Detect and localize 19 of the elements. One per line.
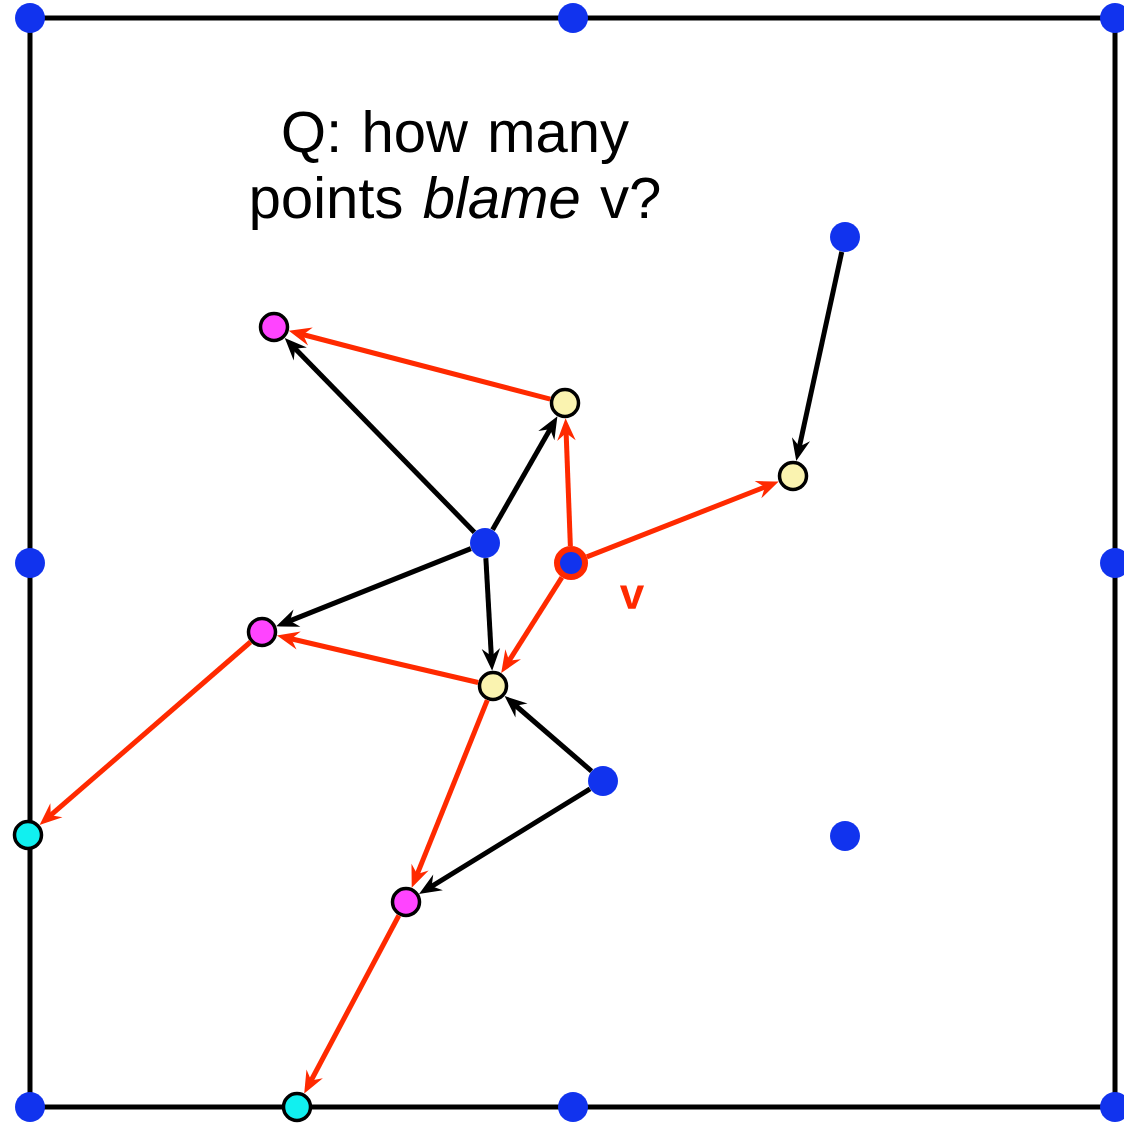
- point-dot: [15, 548, 45, 578]
- point-dot: [246, 616, 278, 648]
- point-label: v: [619, 585, 645, 609]
- point-dot: [281, 1091, 313, 1123]
- point-dot: [12, 819, 44, 851]
- point-dot: [15, 3, 45, 33]
- point-dot: [558, 1092, 588, 1122]
- point-dot: [258, 311, 290, 343]
- point-dot: [830, 821, 860, 851]
- point-dot: [777, 460, 809, 492]
- point-dot: [15, 1092, 45, 1122]
- point-dot: [830, 222, 860, 252]
- point-dot: [477, 670, 509, 702]
- point-dot: [588, 766, 618, 796]
- point-dot: [549, 387, 581, 419]
- question-text: Q: how many points blame v?: [252, 109, 660, 231]
- point-dot: [558, 3, 588, 33]
- point-dot: [390, 886, 422, 918]
- point-dot: [470, 528, 500, 558]
